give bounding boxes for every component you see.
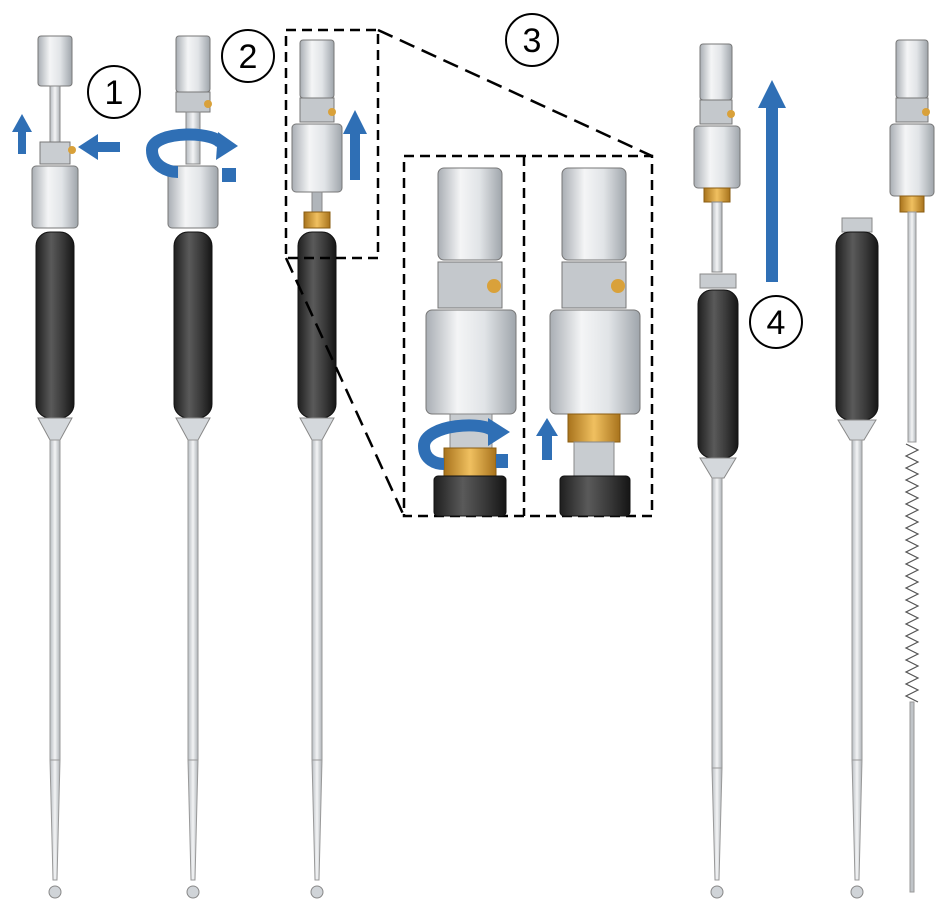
shaft [851, 439, 863, 761]
lock-collar [39, 141, 71, 165]
shaft [49, 439, 61, 761]
knurled-nut [31, 165, 79, 229]
rotate-arrow-icon [418, 418, 510, 470]
instrument-2 [146, 35, 238, 899]
instrument-6-inner-rod [889, 39, 935, 893]
step-label-4: 4 [749, 295, 803, 349]
shaft [711, 477, 723, 769]
svg-text:3: 3 [523, 22, 542, 60]
detail-lift-nut [536, 167, 641, 517]
motor-head [299, 39, 335, 99]
step-label-3: 3 [505, 13, 559, 67]
svg-text:1: 1 [105, 74, 124, 112]
step-label-2: 2 [221, 29, 275, 83]
shaft [187, 439, 199, 761]
handle-grip [697, 289, 739, 459]
rotate-arrow-icon [146, 128, 238, 182]
zoom-callout [284, 28, 654, 518]
motor-head [699, 43, 733, 101]
detail-rotate-nut [418, 167, 517, 517]
shaft [311, 439, 323, 761]
motor-head [175, 35, 211, 93]
step-label-1: 1 [87, 65, 141, 119]
knurled-nut [167, 165, 219, 229]
long-arrow-up-icon [758, 80, 786, 282]
svg-text:2: 2 [239, 38, 258, 76]
spring-coil [904, 443, 920, 703]
arrow-up-icon [12, 114, 32, 154]
motor-head [895, 39, 929, 99]
knurled-nut [291, 123, 343, 193]
svg-text:4: 4 [767, 304, 786, 342]
knurled-nut [693, 125, 741, 189]
handle-grip [35, 231, 75, 419]
knurled-nut [889, 123, 935, 197]
handle-grip [173, 231, 213, 419]
instrument-4 [693, 43, 786, 899]
instrument-3 [291, 39, 367, 899]
instrument-1 [12, 35, 120, 899]
handle-grip [835, 231, 879, 421]
arrow-up-icon [536, 418, 558, 460]
brass-nut [303, 211, 331, 229]
motor-head [37, 35, 73, 87]
arrow-left-icon [78, 134, 120, 160]
arrow-up-icon [343, 110, 367, 180]
instrument-5-handle [835, 217, 879, 899]
